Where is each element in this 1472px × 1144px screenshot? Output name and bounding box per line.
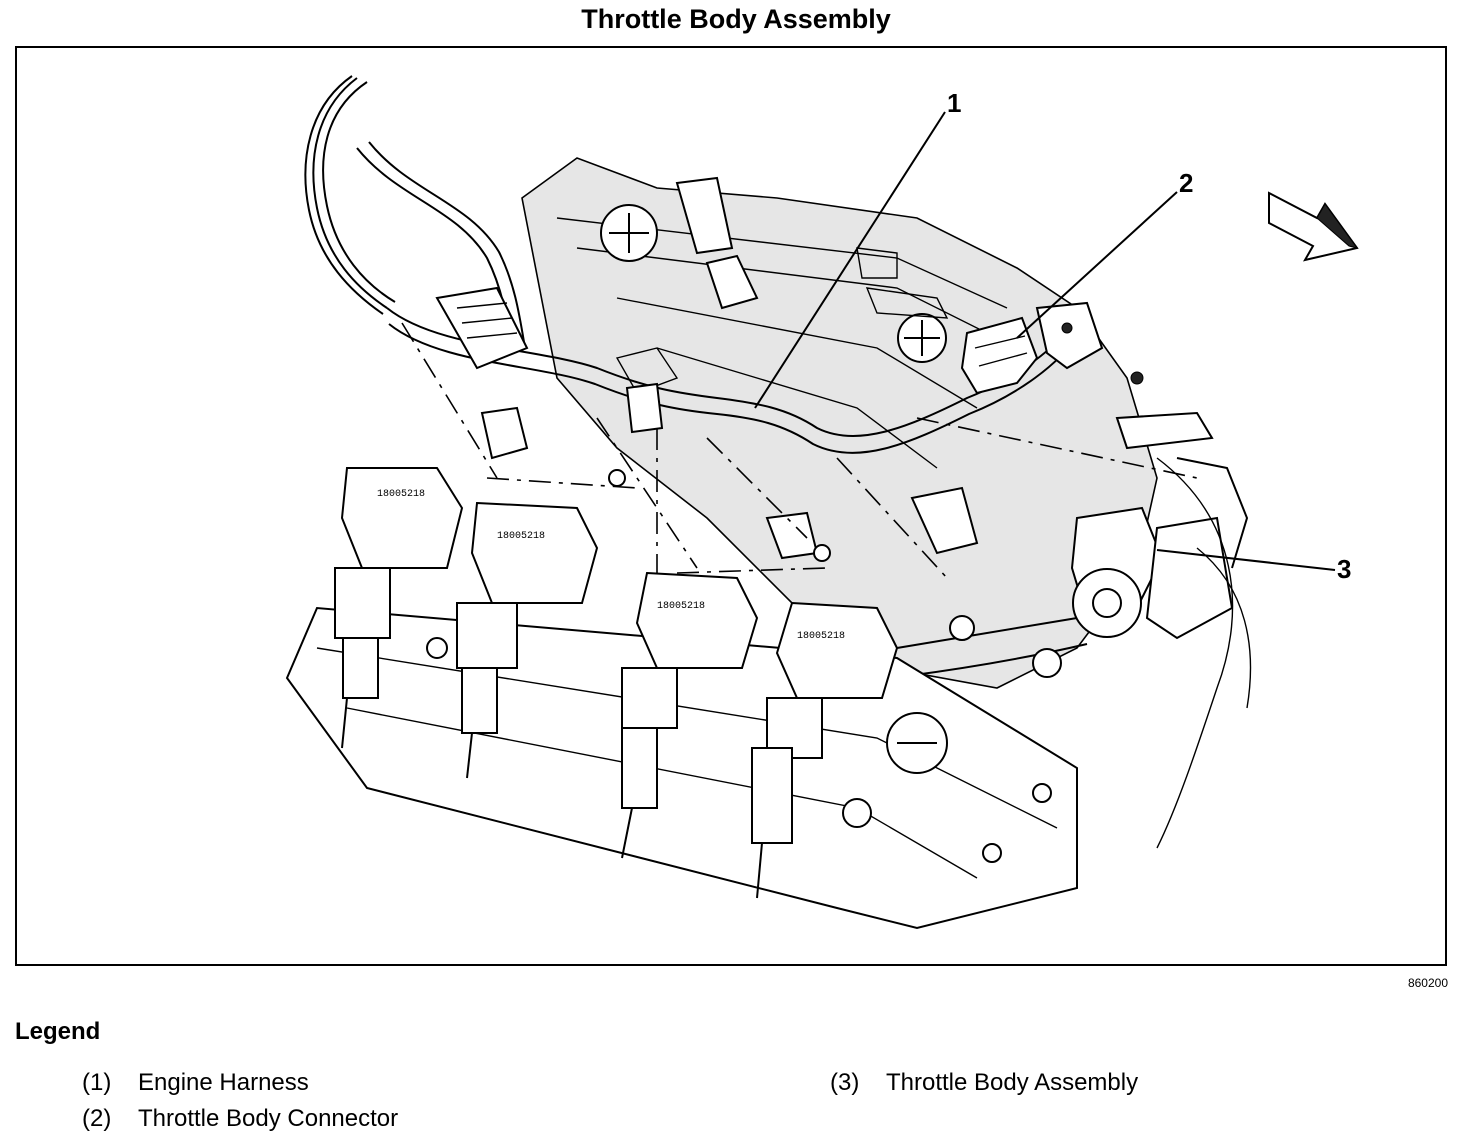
coil-label: 18005218 [797, 631, 845, 642]
throttle-body-assembly [1070, 411, 1252, 849]
callout-2-label: 2 [1179, 168, 1193, 198]
callout-2-leader [1016, 191, 1178, 339]
intake-manifold [521, 157, 1158, 689]
engine-illustration: 18005218 18005218 18005218 [285, 75, 1359, 930]
legend-text: Throttle Body Connector [138, 1105, 399, 1132]
callout-3-leader [1156, 549, 1336, 571]
ignition-coil: 18005218 [334, 467, 464, 749]
diagram-frame: 18005218 18005218 18005218 [15, 46, 1447, 966]
diagram-title: Throttle Body Assembly [581, 4, 891, 34]
legend-item: (3) Throttle Body Assembly [830, 1069, 1138, 1097]
harness-brackets [480, 382, 979, 562]
legend-number: (3) [830, 1069, 860, 1096]
legend-number: (1) [82, 1069, 112, 1096]
alignment-lines [401, 322, 1198, 579]
coil-label: 18005218 [497, 531, 545, 542]
callout-1-leader [754, 111, 946, 409]
callout-1-label: 1 [947, 88, 961, 118]
legend-text: Engine Harness [138, 1069, 309, 1096]
coil-label: 18005218 [377, 489, 425, 500]
ignition-coil: 18005218 [621, 571, 759, 859]
figure-id: 860200 [1407, 976, 1448, 990]
legend-text: Throttle Body Assembly [886, 1069, 1139, 1096]
legend-item: (1) Engine Harness [82, 1069, 309, 1097]
legend-number: (2) [82, 1105, 112, 1132]
coolant-hose [896, 615, 1088, 678]
forward-arrow-icon [1268, 191, 1359, 262]
coil-label: 18005218 [657, 601, 705, 612]
ignition-coils: 18005218 18005218 18005218 [334, 467, 899, 899]
ignition-coil: 18005218 [456, 501, 599, 779]
ignition-coil: 18005218 [751, 601, 899, 899]
callout-3-label: 3 [1337, 554, 1351, 584]
legend-item: (2) Throttle Body Connector [82, 1105, 398, 1133]
callout-leaders [754, 111, 1336, 571]
legend-heading: Legend [15, 1018, 101, 1045]
